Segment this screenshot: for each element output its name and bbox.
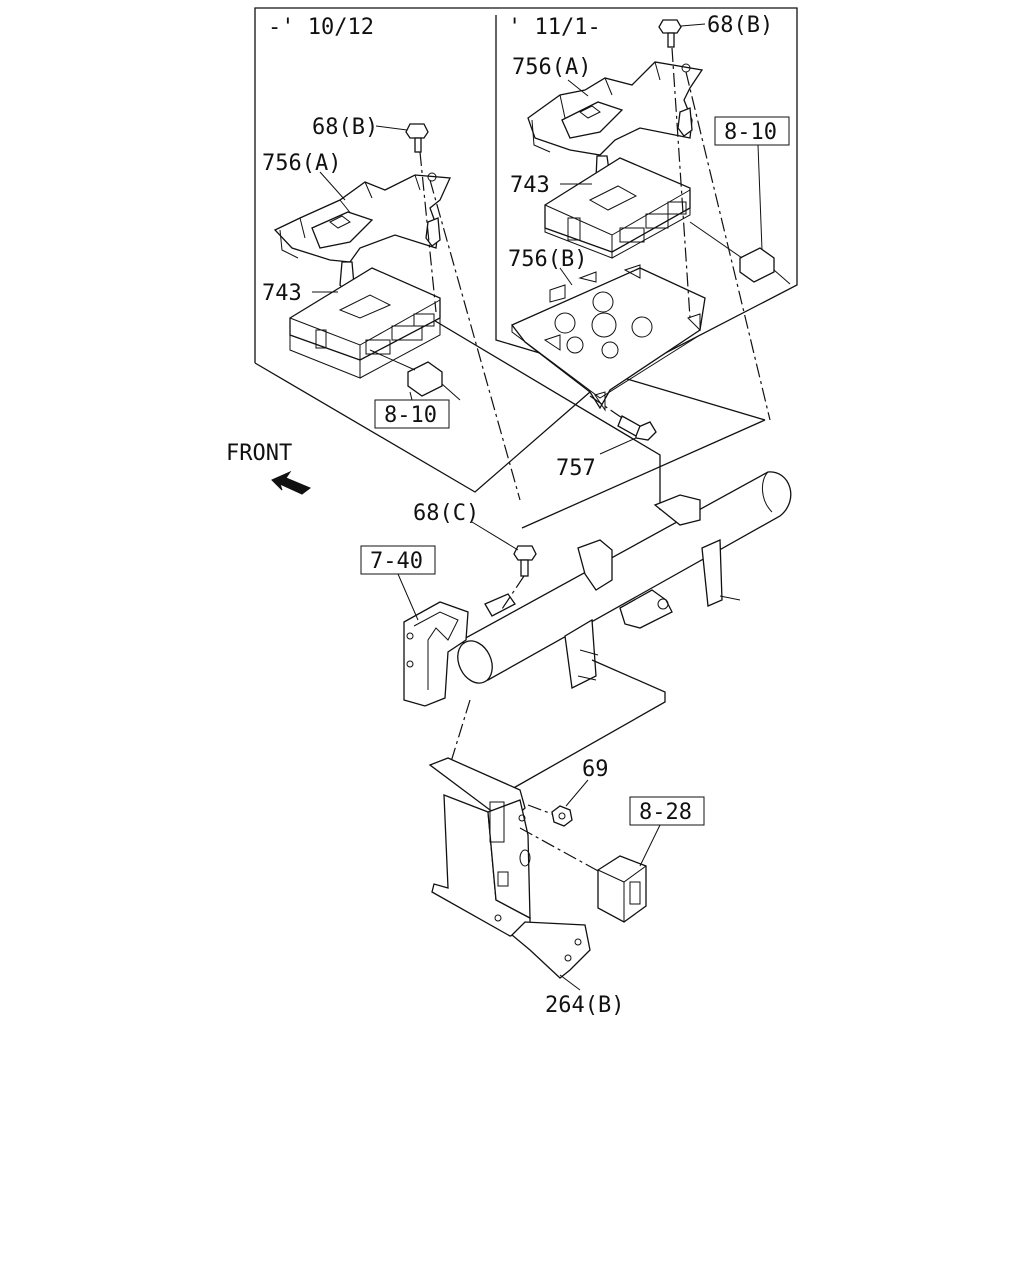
right-chain-2 [685, 71, 771, 421]
leader-757 [599, 437, 637, 455]
leader-left-810 [409, 391, 413, 401]
ref-box-right-810 [714, 116, 790, 146]
right-tray-756b [510, 264, 706, 412]
callout-757: 757 [556, 456, 596, 481]
leader-68c [471, 521, 519, 551]
right-panel-frame [495, 15, 766, 421]
leader-69 [565, 779, 589, 807]
callout-68c: 68(C) [413, 501, 479, 526]
leader-left-756a [319, 171, 346, 201]
module-828 [597, 855, 647, 923]
leader-right-756a [567, 79, 589, 97]
leader-right-756b [559, 267, 573, 286]
callout-69: 69 [582, 757, 609, 782]
front-label: FRONT [226, 441, 292, 466]
leader-right-68b [680, 23, 706, 27]
leader-beam-to-stay [509, 659, 666, 791]
left-connector-icon [369, 349, 461, 401]
left-control-unit-743 [289, 267, 441, 379]
ref-right-810: 8-10 [724, 120, 777, 145]
panel-frames [254, 7, 798, 529]
callout-right-68b: 68(B) [707, 13, 773, 38]
right-panel-period: ' 11/1- [508, 15, 601, 40]
nut-69-icon [551, 805, 573, 827]
left-panel-period: -' 10/12 [268, 15, 374, 40]
stay-bracket-264b [428, 757, 591, 979]
chain-69 [527, 804, 553, 815]
right-chain-1 [671, 47, 691, 319]
callout-left-756a: 756(A) [262, 151, 341, 176]
ref-left-810: 8-10 [384, 403, 437, 428]
right-connector-icon [689, 221, 791, 285]
callout-264b: 264(B) [545, 993, 624, 1018]
left-panel-frame-bottom [254, 362, 591, 493]
front-arrow-icon [271, 470, 311, 495]
left-chain-2 [429, 179, 521, 501]
callout-right-756a: 756(A) [512, 55, 591, 80]
left-panel-frame-top [254, 7, 496, 363]
right-panel-top-frame [496, 7, 798, 393]
leader-264b [559, 974, 581, 991]
right-bracket-756a [527, 61, 704, 187]
chain-68c [499, 575, 525, 613]
leader-740 [397, 573, 419, 621]
left-bracket-756a [273, 172, 451, 293]
bolt-757-icon [617, 415, 657, 441]
ref-740: 7-40 [370, 549, 423, 574]
left-bolt-68b-icon [405, 123, 429, 153]
ref-box-828 [629, 796, 705, 826]
right-control-unit-743 [544, 157, 691, 259]
leader-left-68b [375, 125, 408, 131]
left-chain-1 [419, 151, 437, 313]
leader-right-810 [757, 144, 763, 251]
chain-757 [589, 395, 626, 421]
chain-828 [519, 827, 601, 873]
callout-left-743: 743 [262, 281, 302, 306]
ref-828: 8-28 [639, 800, 692, 825]
callout-right-756b: 756(B) [508, 247, 587, 272]
callout-left-68b: 68(B) [312, 115, 378, 140]
right-bolt-68b-icon [658, 19, 682, 48]
cross-beam [403, 471, 792, 707]
chain-beam-stay [449, 699, 471, 766]
ref-box-left-810 [374, 399, 450, 429]
leader-left-to-beam [399, 299, 661, 510]
bolt-68c-icon [513, 545, 537, 577]
leader-828 [639, 824, 661, 867]
callout-right-743: 743 [510, 173, 550, 198]
right-panel-frame-bottom [521, 419, 766, 529]
